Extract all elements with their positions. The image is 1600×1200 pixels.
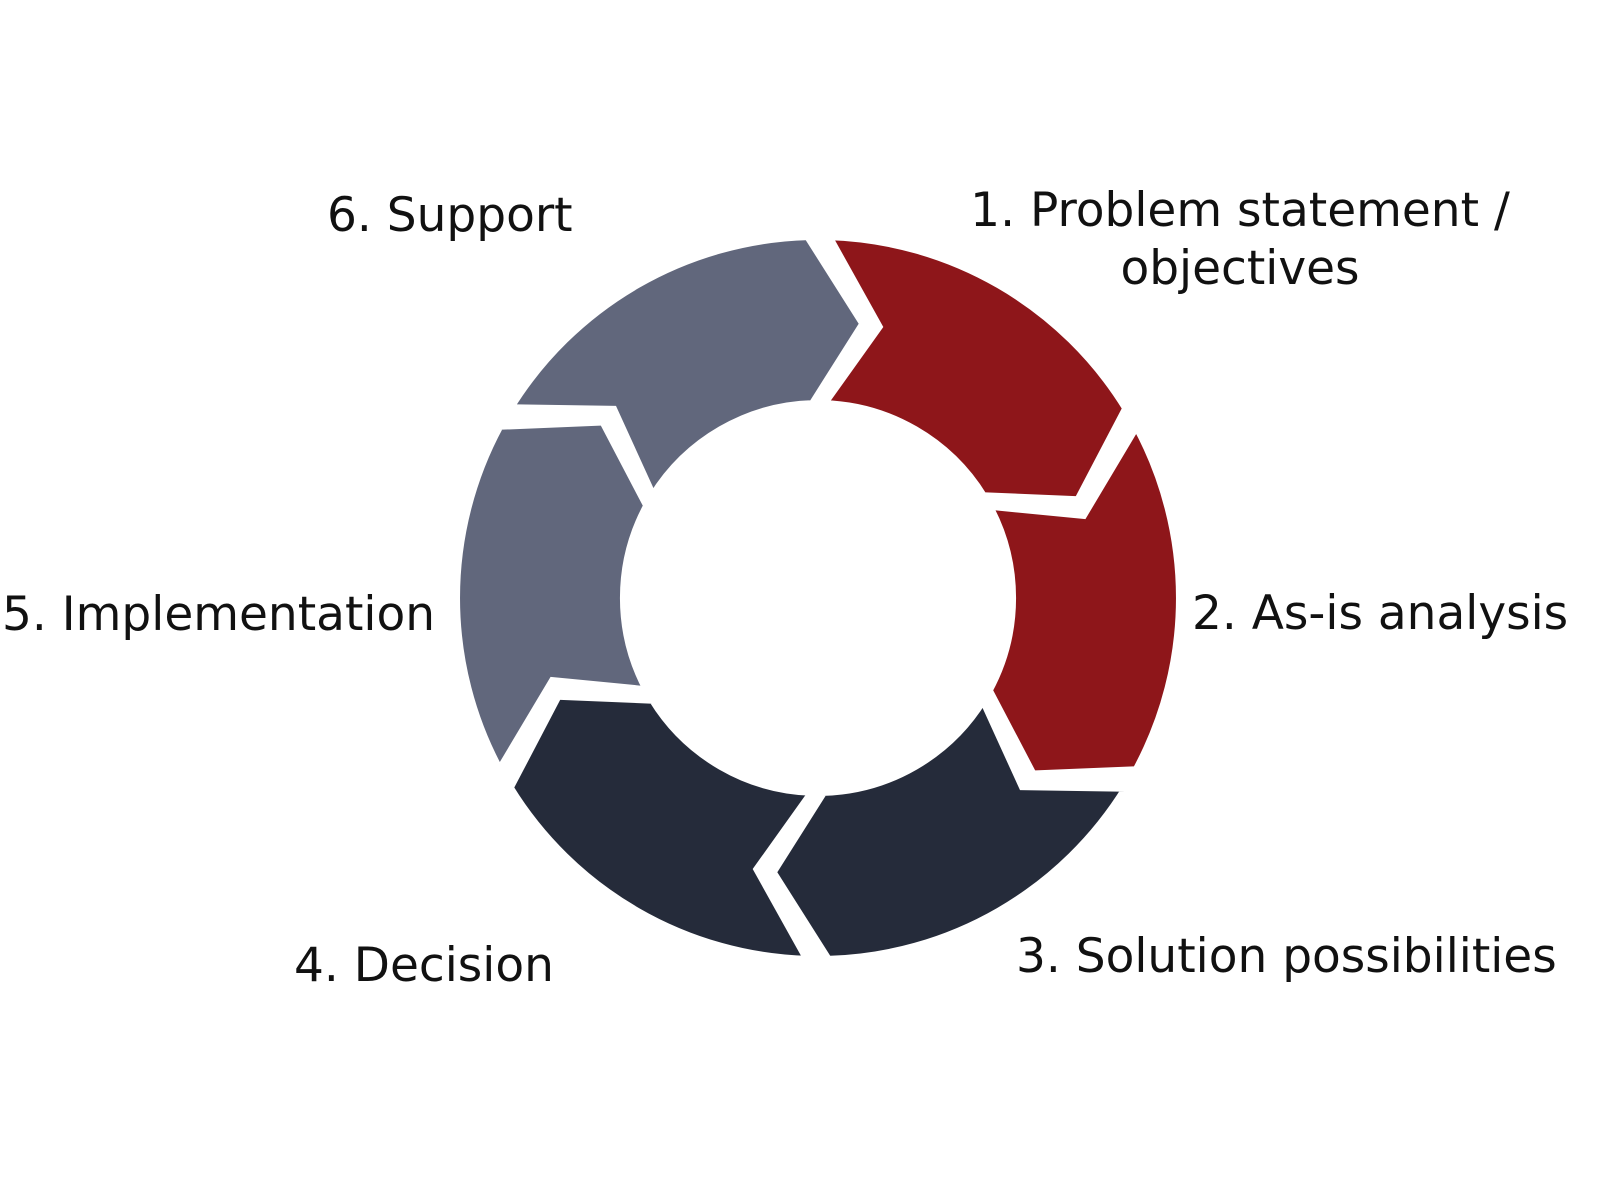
step-1-label-line2: objectives [1120, 241, 1360, 296]
step-1-label: 1. Problem statement / objectives [960, 182, 1520, 298]
step-2-label: 2. As-is analysis [1192, 586, 1569, 641]
cycle-segments [452, 231, 1184, 965]
step-1-label-line1: 1. Problem statement / [970, 183, 1510, 238]
cycle-segment-step-2 [981, 417, 1184, 779]
cycle-segment-step-3 [767, 691, 1134, 964]
cycle-segment-step-4 [505, 691, 821, 965]
step-4-label: 4. Decision [294, 938, 554, 993]
cycle-segment-step-6 [502, 232, 869, 505]
cycle-segment-step-1 [815, 231, 1131, 505]
step-6-label: 6. Support [327, 188, 573, 243]
cycle-segment-step-5 [452, 417, 655, 779]
step-5-label: 5. Implementation [2, 587, 435, 642]
step-3-label: 3. Solution possibilities [1016, 929, 1557, 984]
